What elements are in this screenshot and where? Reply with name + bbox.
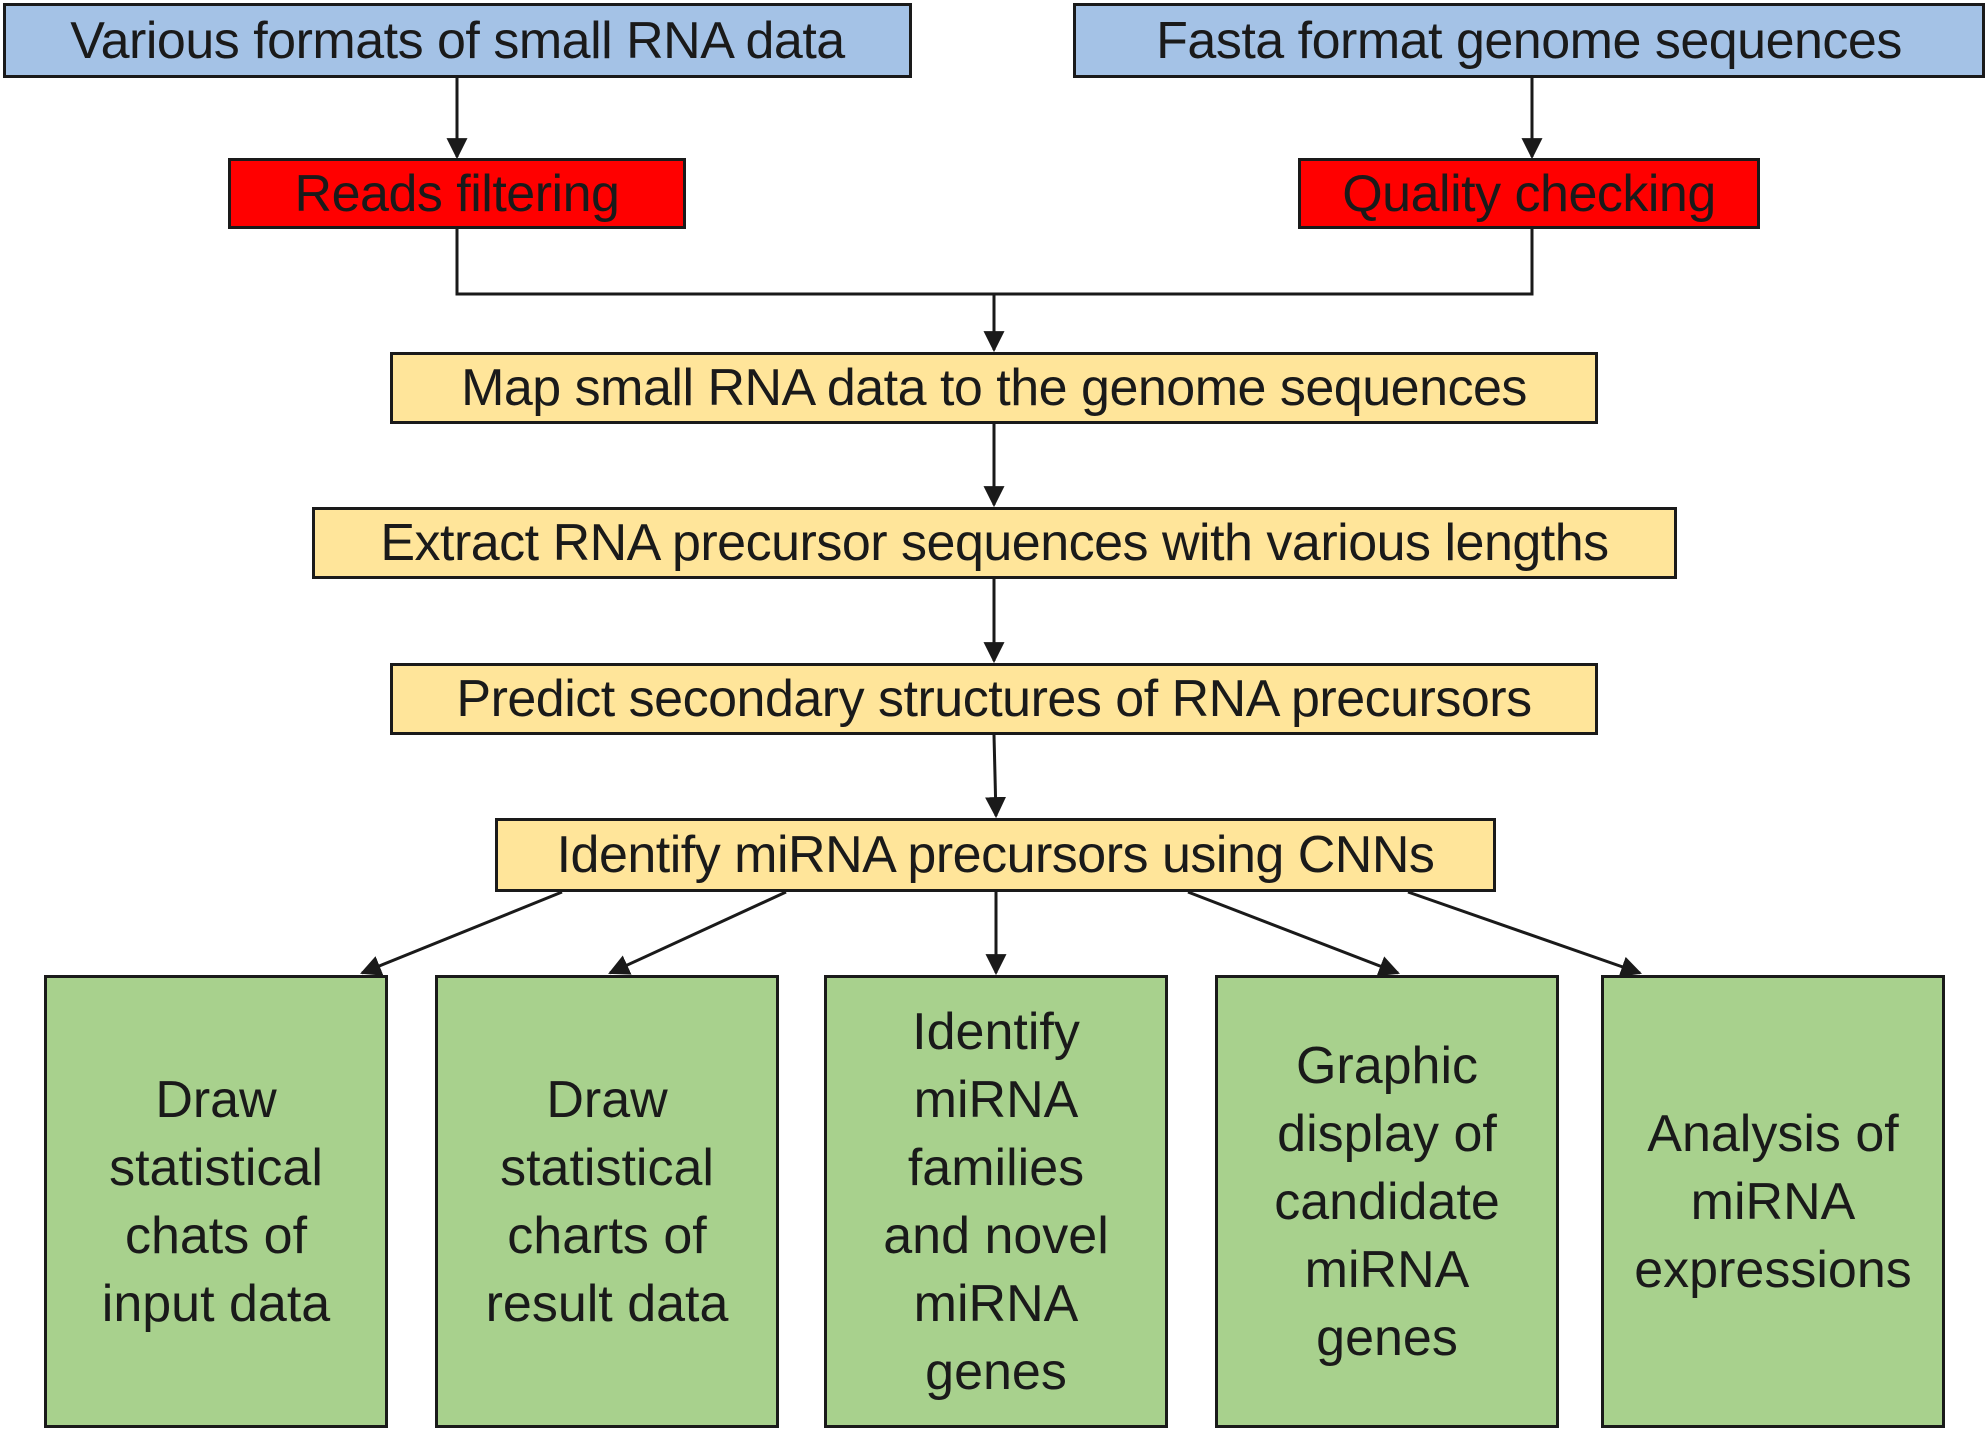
quality-checking-box: Quality checking bbox=[1298, 158, 1760, 229]
merge-line bbox=[455, 229, 1534, 296]
output-label-expressions: Analysis of miRNA expressions bbox=[1634, 1104, 1912, 1299]
arrow-to-output-2 bbox=[608, 890, 787, 975]
arrow-to-output-1 bbox=[360, 890, 563, 976]
quality-checking-label: Quality checking bbox=[1342, 164, 1716, 223]
identify-step-label: Identify miRNA precursors using CNNs bbox=[556, 826, 1435, 884]
map-step-label: Map small RNA data to the genome sequenc… bbox=[461, 359, 1527, 417]
output-box-families: Identify miRNA families and novel miRNA … bbox=[824, 975, 1168, 1428]
output-label-result-charts: Draw statistical charts of result data bbox=[485, 1070, 729, 1333]
reads-filtering-label: Reads filtering bbox=[294, 164, 620, 223]
input-small-rna-label: Various formats of small RNA data bbox=[70, 11, 845, 70]
output-label-families: Identify miRNA families and novel miRNA … bbox=[883, 1002, 1109, 1401]
map-step-box: Map small RNA data to the genome sequenc… bbox=[390, 352, 1598, 424]
output-label-graphic-display: Graphic display of candidate miRNA genes bbox=[1274, 1036, 1500, 1367]
identify-step-box: Identify miRNA precursors using CNNs bbox=[495, 818, 1496, 892]
extract-step-box: Extract RNA precursor sequences with var… bbox=[312, 507, 1677, 579]
predict-step-box: Predict secondary structures of RNA prec… bbox=[390, 663, 1598, 735]
input-genome-label: Fasta format genome sequences bbox=[1156, 11, 1902, 70]
predict-step-label: Predict secondary structures of RNA prec… bbox=[456, 670, 1532, 728]
extract-step-label: Extract RNA precursor sequences with var… bbox=[380, 514, 1609, 572]
input-genome-box: Fasta format genome sequences bbox=[1073, 3, 1985, 78]
reads-filtering-box: Reads filtering bbox=[228, 158, 686, 229]
arrow-to-output-4 bbox=[1187, 890, 1400, 976]
output-label-input-charts: Draw statistical chats of input data bbox=[101, 1070, 331, 1333]
input-small-rna-box: Various formats of small RNA data bbox=[3, 3, 912, 78]
arrow-predict-to-identify bbox=[985, 734, 1007, 819]
output-box-result-charts: Draw statistical charts of result data bbox=[435, 975, 779, 1428]
arrow-to-output-5 bbox=[1407, 890, 1642, 977]
output-box-expressions: Analysis of miRNA expressions bbox=[1601, 975, 1945, 1428]
output-box-input-charts: Draw statistical chats of input data bbox=[44, 975, 388, 1428]
output-box-graphic-display: Graphic display of candidate miRNA genes bbox=[1215, 975, 1559, 1428]
